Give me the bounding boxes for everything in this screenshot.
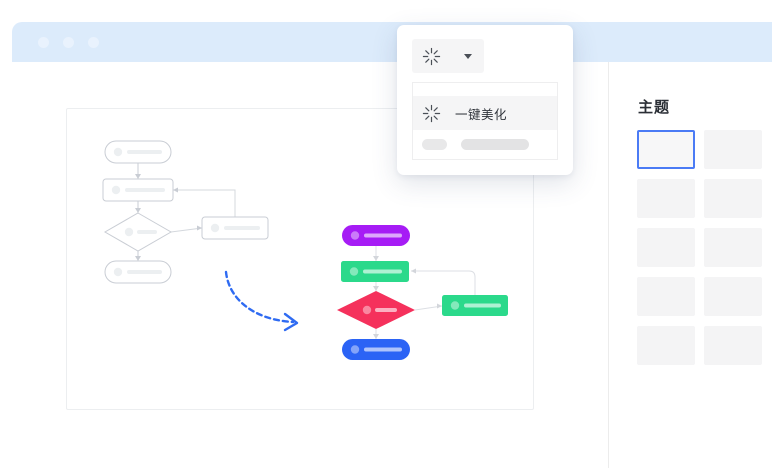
theme-thumbnail-grid — [637, 130, 762, 365]
theme-thumbnail-7[interactable] — [637, 277, 695, 316]
menu-item-one-click-beautify[interactable]: 一键美化 — [413, 96, 557, 130]
menu-item-label: 一键美化 — [455, 107, 508, 122]
skeleton-pill-small — [422, 139, 447, 150]
skeleton-node-end — [104, 260, 172, 284]
colored-node-decision — [337, 291, 415, 329]
theme-thumbnail-10[interactable] — [704, 326, 762, 365]
window-titlebar — [12, 22, 772, 62]
skeleton-node-process-1 — [102, 178, 174, 202]
connector-n5-n2 — [173, 189, 236, 217]
skeleton-flowchart[interactable] — [67, 109, 533, 409]
colored-node-process-2 — [442, 295, 508, 316]
sparkle-icon — [422, 104, 441, 122]
theme-thumbnail-8[interactable] — [704, 277, 762, 316]
colored-node-end — [342, 339, 410, 360]
theme-thumbnail-2[interactable] — [704, 130, 762, 169]
theme-thumbnail-9[interactable] — [637, 326, 695, 365]
skeleton-arrowheads — [135, 174, 202, 261]
theme-thumbnail-5[interactable] — [637, 228, 695, 267]
colored-node-process-1 — [341, 261, 409, 282]
connector-n3-n5 — [170, 227, 203, 233]
connector-c5-c2 — [411, 270, 476, 295]
workspace: 主题 — [12, 62, 772, 468]
beautify-dropdown-menu: 一键美化 — [412, 82, 558, 160]
chevron-down-icon — [464, 54, 472, 59]
theme-thumbnail-6[interactable] — [704, 228, 762, 267]
theme-panel: 主题 — [609, 62, 772, 468]
beautify-dropdown-card: 一键美化 — [397, 25, 573, 175]
theme-thumbnail-3[interactable] — [637, 179, 695, 218]
theme-thumbnail-4[interactable] — [704, 179, 762, 218]
dashed-curved-arrow — [224, 270, 299, 332]
maximize-window-dot[interactable] — [88, 37, 99, 48]
menu-skeleton-row — [422, 139, 529, 150]
beautify-dropdown-trigger[interactable] — [412, 39, 484, 73]
panel-divider — [608, 62, 609, 468]
sparkle-icon — [422, 47, 441, 65]
skeleton-node-decision — [103, 212, 173, 252]
skeleton-pill-large — [461, 139, 529, 150]
traffic-lights — [38, 37, 99, 48]
minimize-window-dot[interactable] — [63, 37, 74, 48]
close-window-dot[interactable] — [38, 37, 49, 48]
colored-node-start — [342, 225, 410, 246]
theme-panel-title: 主题 — [638, 99, 671, 116]
skeleton-node-start — [104, 140, 172, 164]
skeleton-node-process-2 — [201, 216, 269, 240]
theme-thumbnail-1[interactable] — [637, 130, 695, 169]
colored-arrowheads — [373, 256, 442, 339]
colored-flowchart[interactable] — [67, 109, 533, 409]
